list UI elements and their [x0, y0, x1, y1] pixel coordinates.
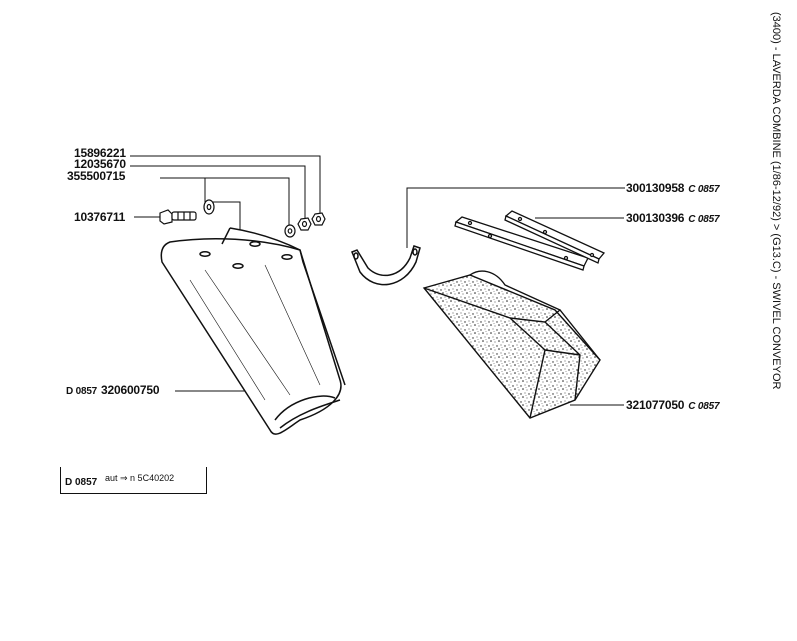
- part-number: 15896221: [74, 146, 126, 160]
- diagram-title: (3400) - LAVERDA COMBINE (1/86-12/92) > …: [768, 12, 782, 412]
- part-number: 12035670: [74, 157, 126, 171]
- part-number: 10376711: [74, 210, 126, 224]
- part-number: 300130396: [626, 211, 685, 225]
- part-code: C 0857: [688, 214, 720, 225]
- bolt-10376711: [159, 209, 197, 225]
- chute-320600750: [160, 227, 346, 435]
- hopper-321077050: [422, 270, 601, 419]
- leader-355500715: [160, 177, 290, 225]
- bar-300130396: [454, 210, 606, 271]
- strap-300130958: [351, 245, 421, 286]
- note-code: D 0857: [65, 477, 98, 488]
- washers-nuts: [203, 199, 326, 238]
- part-code: C 0857: [688, 184, 720, 195]
- part-number: 320600750: [101, 383, 160, 397]
- leader-15896221: [130, 155, 321, 213]
- diagram-title-text: (3400) - LAVERDA COMBINE (1/86-12/92) > …: [770, 12, 782, 390]
- note-box: D 0857 aut ⇒ n 5C40202: [60, 467, 207, 494]
- leader-lines: [130, 155, 625, 406]
- part-code: D 0857: [66, 386, 98, 397]
- label-10376711: 10376711: [74, 210, 125, 224]
- label-15896221: 15896221: [74, 146, 126, 160]
- leader-12035670: [130, 165, 306, 218]
- part-number: 321077050: [626, 398, 685, 412]
- label-12035670: 12035670: [74, 157, 126, 171]
- part-code: C 0857: [688, 401, 720, 412]
- label-355500715: 355500715: [67, 169, 125, 183]
- part-number: 300130958: [626, 181, 685, 195]
- leader-300130958: [406, 187, 625, 248]
- note-text: aut ⇒ n 5C40202: [105, 473, 175, 483]
- part-number: 355500715: [67, 169, 126, 183]
- leader-355500715-b: [204, 178, 241, 230]
